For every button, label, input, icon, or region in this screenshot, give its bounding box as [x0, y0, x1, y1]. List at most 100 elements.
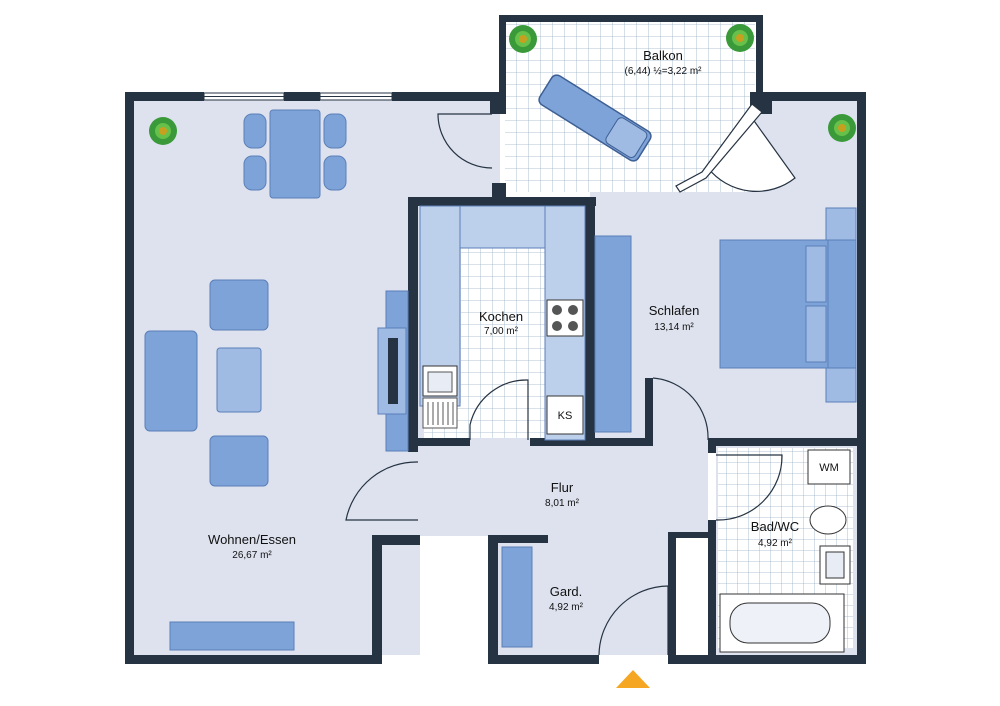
- burner: [552, 305, 562, 315]
- wall-notch-top-r: [488, 535, 548, 543]
- wall-flur-top-l: [408, 438, 470, 446]
- bedroom-set: [594, 207, 857, 433]
- wall-notch-right: [488, 537, 498, 663]
- flur-name: Flur: [551, 480, 574, 495]
- plant-icon: [509, 25, 537, 53]
- wall-bad-left: [708, 520, 716, 663]
- door-bad: [715, 454, 783, 521]
- balkon-area: (6,44) ½=3,22 m²: [625, 66, 703, 77]
- pillow: [805, 305, 827, 363]
- sink-basin: [427, 371, 453, 393]
- washer: [807, 449, 851, 485]
- door-entry: [598, 585, 669, 656]
- living-set: [144, 279, 409, 651]
- wall-balkon-base: [492, 183, 506, 197]
- kochen-name: Kochen: [479, 309, 523, 324]
- wall-flur-top-m: [530, 438, 652, 446]
- wall-bottom-mid: [488, 655, 599, 664]
- window-right: [319, 92, 393, 101]
- furniture: [144, 109, 857, 653]
- sofa: [144, 330, 198, 432]
- wall-kitchen-top: [408, 197, 596, 206]
- gard-name: Gard.: [550, 584, 583, 599]
- sideboard: [169, 621, 295, 651]
- wardrobe: [594, 235, 632, 433]
- chair: [323, 155, 347, 191]
- wall-bottom-right: [668, 655, 866, 664]
- bad-area: 4,92 m²: [758, 538, 793, 549]
- nightstand: [825, 367, 857, 403]
- wall-notch-top: [372, 535, 420, 545]
- wall-kitchen-right: [585, 197, 595, 443]
- nightstand: [825, 207, 857, 241]
- gard-area: 4,92 m²: [549, 602, 584, 613]
- plant-icon: [149, 117, 177, 145]
- burner: [568, 305, 578, 315]
- wall-bottom-left: [125, 655, 382, 664]
- tv-screen: [388, 338, 398, 404]
- fridge: [546, 395, 584, 435]
- chair: [243, 113, 267, 149]
- wall-flur-bottom-r: [668, 532, 716, 538]
- wall-flur-top-r: [708, 438, 866, 446]
- flur-area: 8,01 m²: [545, 498, 580, 509]
- dining-table: [269, 109, 321, 199]
- armchair-bottom: [209, 435, 269, 487]
- watermark: ⓒ planoffice: [858, 614, 866, 648]
- wall-balkon-left: [499, 15, 506, 105]
- door-schlafen: [652, 377, 709, 441]
- wall-gard-right: [668, 536, 676, 664]
- chair: [323, 113, 347, 149]
- wall-kitchen-left: [408, 197, 418, 452]
- wall-top-right: [756, 92, 866, 101]
- door-balkon-right: [707, 117, 796, 192]
- wohnen-area: 26,67 m²: [232, 550, 272, 561]
- wall-pier-left: [490, 92, 506, 114]
- bathtub-inner: [729, 602, 831, 644]
- plants: [149, 24, 856, 145]
- balkon-name: Balkon: [643, 48, 683, 63]
- wall-bad-left-top: [708, 438, 716, 453]
- floor-flur: [420, 440, 708, 536]
- dining-set: [243, 109, 347, 199]
- bathroom-set: [719, 449, 851, 653]
- dish-rack: [422, 397, 458, 429]
- washer-label: WM: [819, 462, 839, 474]
- coffee-table: [216, 347, 262, 413]
- door-balkon-left: [437, 113, 493, 169]
- armchair-top: [209, 279, 269, 331]
- kochen-area: 7,00 m²: [484, 326, 519, 337]
- stove: [546, 299, 584, 337]
- plant-icon: [828, 114, 856, 142]
- plant-icon: [726, 24, 754, 52]
- doors: [345, 113, 796, 664]
- windows: [203, 92, 393, 101]
- wall-top-mid2: [392, 92, 506, 101]
- door-kitchen: [469, 379, 529, 440]
- bad-name: Bad/WC: [751, 519, 799, 534]
- schlafen-area: 13,14 m²: [654, 322, 694, 333]
- door-entry-gap: [599, 655, 668, 664]
- sun-lounger: [538, 74, 652, 162]
- wall-balkon-right: [756, 15, 763, 105]
- wall-top-left: [125, 92, 204, 101]
- wardrobe-gard: [501, 546, 533, 648]
- room-labels: Balkon (6,44) ½=3,22 m² Kochen 7,00 m² S…: [208, 48, 866, 648]
- floor-top-middle: [420, 100, 500, 197]
- door-wohnen: [345, 461, 419, 521]
- kitchen-units: [419, 205, 586, 441]
- schlafen-name: Schlafen: [649, 303, 700, 318]
- wall-balkon-top: [499, 15, 763, 22]
- window-left: [203, 92, 285, 101]
- headboard: [827, 239, 857, 369]
- wall-top-mid1: [284, 92, 320, 101]
- chair: [243, 155, 267, 191]
- fridge-label: KS: [558, 410, 573, 422]
- burner: [552, 321, 562, 331]
- entry-arrow-icon: [616, 670, 650, 688]
- burner: [568, 321, 578, 331]
- wohnen-name: Wohnen/Essen: [208, 532, 296, 547]
- washbasin-bowl: [825, 551, 845, 579]
- balkon-glass: [675, 103, 763, 193]
